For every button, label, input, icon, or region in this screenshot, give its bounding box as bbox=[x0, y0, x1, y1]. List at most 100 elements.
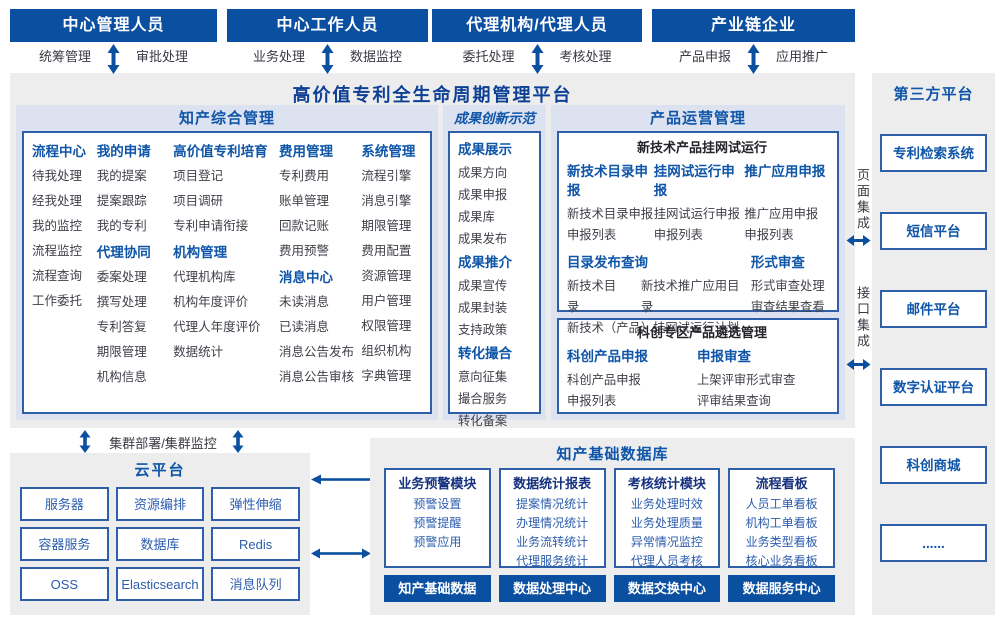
menu-item: 业务流转统计 bbox=[516, 535, 589, 549]
data-module: 数据统计报表 提案情况统计办理情况统计业务流转统计代理服务统计 数据处理中心 bbox=[498, 468, 606, 602]
group-header: 形式审查 bbox=[750, 255, 805, 270]
sub-label: 委托处理 bbox=[462, 49, 515, 64]
menu-item: 撰写处理 bbox=[96, 295, 147, 309]
group-items: 待我处理经我处理我的监控流程监控流程查询工作委托 bbox=[32, 164, 97, 314]
menu-item: 用户管理 bbox=[361, 294, 412, 308]
box-title: 科创专区产品遴选管理 bbox=[636, 325, 767, 340]
group-header: 目录发布查询 bbox=[567, 255, 648, 270]
group-header: 我的申请 bbox=[96, 144, 151, 159]
sub-label: 统筹管理 bbox=[38, 49, 91, 64]
module-box: 流程看板 人员工单看板机构工单看板业务类型看板核心业务看板 bbox=[728, 468, 835, 568]
menu-item: 项目调研 bbox=[173, 194, 224, 208]
po-column: 新技术目录申报 新技术目录申报申报列表 bbox=[567, 159, 654, 246]
catalog-row: 新技术目录新技术推广应用目录 bbox=[567, 276, 751, 318]
section-title: 知产综合管理 bbox=[178, 110, 275, 127]
menu-item: 申报列表 bbox=[653, 228, 703, 242]
menu-item: 已读消息 bbox=[279, 320, 330, 334]
cloud-service: 容器服务 bbox=[20, 527, 109, 561]
menu-item: 申报列表 bbox=[567, 394, 617, 408]
ip-database-title: 知产基础数据库 bbox=[556, 446, 669, 463]
menu-item: 流程引擎 bbox=[361, 169, 412, 183]
menu-item: 资源管理 bbox=[361, 269, 412, 283]
catalog-query-group: 目录发布查询 新技术目录新技术推广应用目录 新技术（产品）挂网试运行计划 bbox=[567, 250, 751, 339]
group-items: 流程引擎消息引擎期限管理费用配置资源管理用户管理权限管理组织机构字典管理 bbox=[361, 164, 430, 389]
cloud-service: Elasticsearch bbox=[115, 567, 205, 601]
third-party-system: ...... bbox=[880, 524, 987, 562]
banner-sub-row: 产品申报 应用推广 bbox=[652, 44, 855, 74]
group-items: 科创产品申报申报列表 bbox=[567, 370, 697, 412]
menu-item: 成果宣传 bbox=[458, 279, 508, 293]
left-arrow-icon bbox=[311, 472, 373, 490]
sub-label: 业务处理 bbox=[252, 49, 305, 64]
menu-item: 意向征集 bbox=[458, 370, 508, 384]
third-party-list: 专利检索系统短信平台邮件平台数字认证平台科创商城...... bbox=[872, 134, 995, 562]
achievement-box: 成果展示 成果方向成果申报成果库成果发布 成果推介 成果宣传成果封装支持政策 转… bbox=[448, 131, 541, 428]
group-header: 高价值专利培育 bbox=[173, 144, 268, 159]
group-header: 成果展示 bbox=[458, 142, 512, 157]
menu-item: 我的监控 bbox=[32, 219, 83, 233]
ip-column: 系统管理 流程引擎消息引擎期限管理费用配置资源管理用户管理权限管理组织机构字典管… bbox=[361, 139, 430, 412]
menu-item: 转化备案 bbox=[458, 414, 508, 428]
vertical-double-arrow-icon bbox=[107, 44, 120, 74]
cloud-service: 资源编排 bbox=[115, 487, 205, 521]
cloud-service: OSS bbox=[20, 567, 109, 601]
vertical-double-arrow-icon bbox=[747, 44, 760, 74]
menu-item: 专利答复 bbox=[96, 320, 147, 334]
po-column: 申报审查 上架评审形式审查评审结果查询 bbox=[697, 344, 837, 412]
api-integration-label: 接口集成 bbox=[855, 286, 870, 350]
cloud-service: 弹性伸缩 bbox=[211, 487, 300, 521]
data-center-badge: 数据服务中心 bbox=[728, 575, 835, 602]
menu-item: 费用配置 bbox=[361, 244, 412, 258]
menu-item: 推广应用申报 bbox=[744, 207, 819, 221]
cluster-label: 集群部署/集群监控 bbox=[109, 436, 217, 451]
menu-item: 专利费用 bbox=[279, 169, 330, 183]
menu-item: 数据统计 bbox=[173, 345, 224, 359]
cloud-service: 服务器 bbox=[20, 487, 109, 521]
group-items: 推广应用申报申报列表 bbox=[744, 204, 837, 246]
menu-item: 权限管理 bbox=[361, 319, 412, 333]
menu-item: 预警提醒 bbox=[413, 516, 462, 530]
formal-review-group: 形式审查 形式审查处理审查结果查看 bbox=[751, 250, 837, 339]
menu-item: 组织机构 bbox=[361, 344, 412, 358]
sub-label: 审批处理 bbox=[136, 49, 189, 64]
box-title: 新技术产品挂网试运行 bbox=[636, 140, 767, 155]
menu-item: 核心业务看板 bbox=[745, 554, 818, 568]
menu-item: 成果封装 bbox=[458, 301, 508, 315]
menu-item: 形式审查处理 bbox=[750, 279, 825, 293]
section-ip-management: 知产综合管理 流程中心 待我处理经我处理我的监控流程监控流程查询工作委托 我的申… bbox=[16, 105, 438, 420]
menu-item: 成果发布 bbox=[458, 232, 508, 246]
third-party-system: 科创商城 bbox=[880, 446, 987, 484]
menu-item: 新技术（产品）挂网试运行计划 bbox=[567, 321, 740, 335]
menu-item: 申报列表 bbox=[744, 228, 794, 242]
menu-item: 成果申报 bbox=[458, 188, 508, 202]
horizontal-double-arrow-icon bbox=[311, 546, 371, 564]
sub-label: 应用推广 bbox=[776, 49, 829, 64]
data-module: 业务预警模块 预警设置预警提醒预警应用 知产基础数据 bbox=[384, 468, 491, 602]
group-items: 未读消息已读消息消息公告发布消息公告审核 bbox=[279, 290, 361, 390]
menu-item: 提案情况统计 bbox=[516, 497, 589, 511]
banner-industry-chain: 产业链企业 bbox=[652, 9, 855, 42]
group-items: 委案处理撰写处理专利答复期限管理机构信息 bbox=[97, 265, 173, 390]
ip-management-box: 流程中心 待我处理经我处理我的监控流程监控流程查询工作委托 我的申请 我的提案提… bbox=[22, 131, 432, 414]
menu-item: 机构年度评价 bbox=[173, 295, 249, 309]
group-header: 科创产品申报 bbox=[567, 349, 648, 364]
banner-sub-row: 委托处理 考核处理 bbox=[432, 44, 642, 74]
module-box: 数据统计报表 提案情况统计办理情况统计业务流转统计代理服务统计 bbox=[498, 468, 606, 568]
menu-item: 机构信息 bbox=[96, 370, 147, 384]
menu-item: 专利申请衔接 bbox=[173, 219, 249, 233]
module-header: 业务预警模块 bbox=[398, 476, 477, 491]
ip-database-panel: 知产基础数据库 业务预警模块 预警设置预警提醒预警应用 知产基础数据 数据统计报… bbox=[370, 438, 855, 615]
po-column: 科创产品申报 科创产品申报申报列表 bbox=[567, 344, 697, 412]
data-module: 考核统计模块 业务处理时效业务处理质量异常情况监控代理人员考核 数据交换中心 bbox=[613, 468, 721, 602]
group-header: 流程中心 bbox=[32, 144, 86, 159]
menu-item: 委案处理 bbox=[96, 270, 147, 284]
menu-item: 新技术推广应用目录 bbox=[641, 279, 740, 314]
third-party-system: 邮件平台 bbox=[880, 290, 987, 328]
menu-item: 预警应用 bbox=[413, 535, 462, 549]
module-header: 流程看板 bbox=[755, 476, 808, 491]
menu-item: 支持政策 bbox=[458, 323, 508, 337]
third-party-system: 短信平台 bbox=[880, 212, 987, 250]
po-column: 推广应用申报 推广应用申报申报列表 bbox=[744, 159, 837, 246]
section-title: 产品运营管理 bbox=[649, 110, 746, 127]
